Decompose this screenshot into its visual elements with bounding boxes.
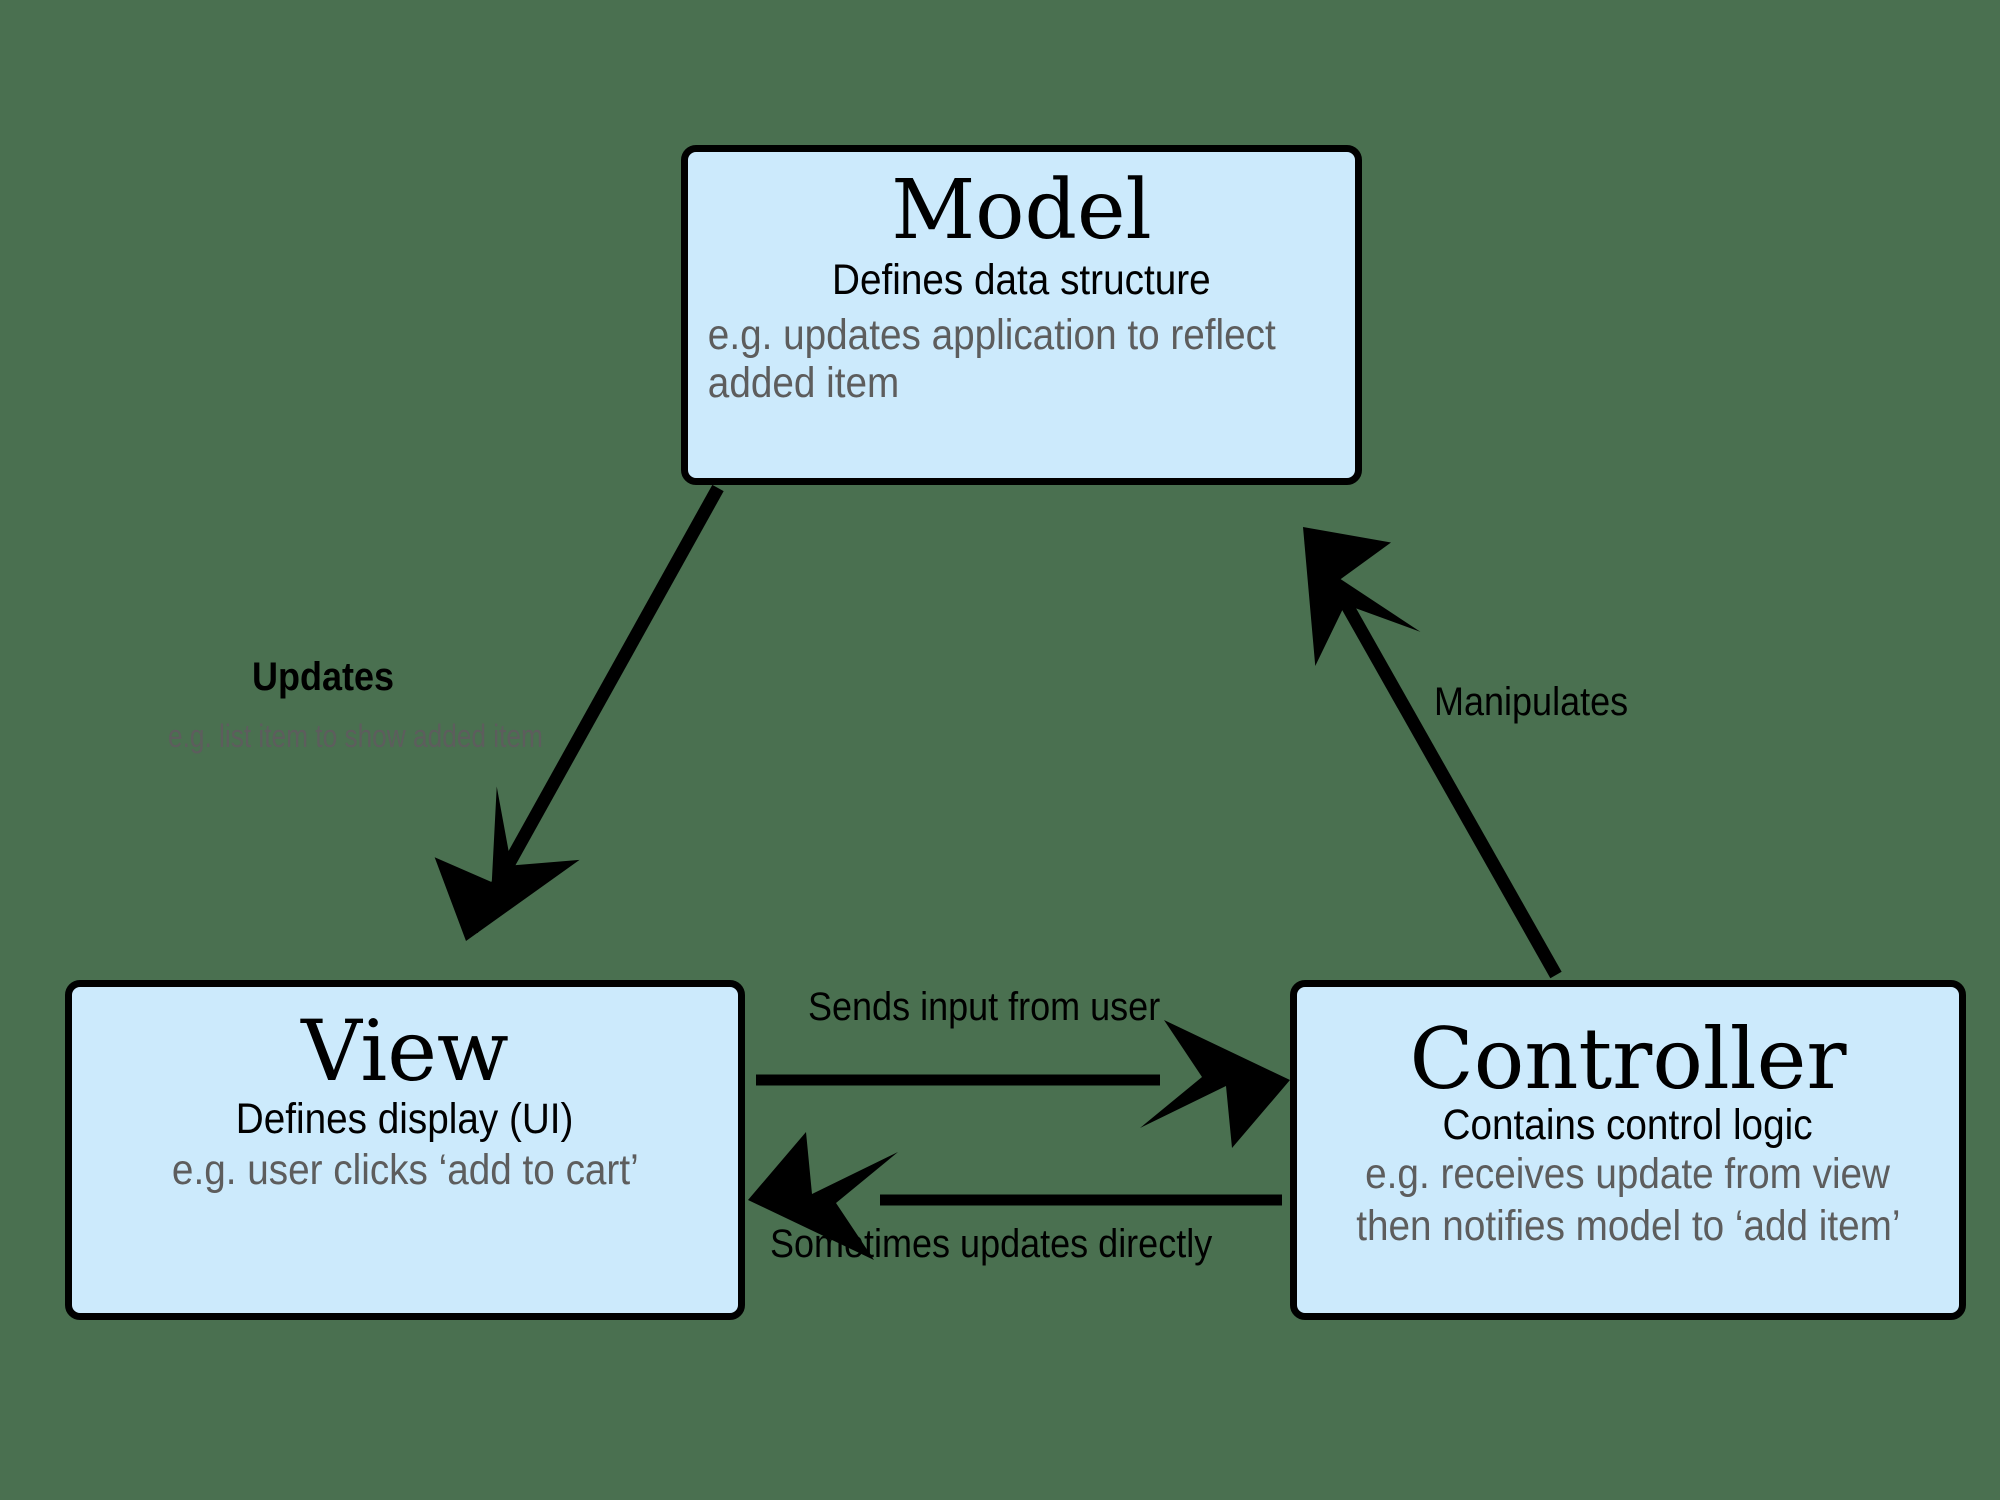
arrow-view-to-controller (756, 1020, 1290, 1148)
node-model-example: e.g. updates application to reflect adde… (707, 311, 1276, 408)
edge-label-sometimes-updates-directly: Sometimes updates directly (770, 1222, 1213, 1266)
edge-label-updates: Updates (252, 655, 395, 699)
node-controller[interactable]: Controller Contains control logic e.g. r… (1290, 980, 1966, 1320)
edge-label-sends-input-from-user: Sends input from user (808, 985, 1161, 1029)
node-model-title: Model (891, 163, 1152, 258)
node-view-subtitle: Defines display (UI) (236, 1095, 574, 1143)
node-controller-subtitle: Contains control logic (1442, 1101, 1813, 1149)
node-controller-example-line2: then notifies model to ‘add item’ (1355, 1202, 1901, 1251)
edge-sublabel-updates: e.g. list item to show added item (168, 718, 543, 754)
node-view-title: View (301, 1002, 509, 1100)
node-controller-title: Controller (1409, 1010, 1847, 1108)
node-view[interactable]: View Defines display (UI) e.g. user clic… (65, 980, 745, 1320)
node-controller-example-line1: e.g. receives update from view (1365, 1150, 1891, 1199)
arrow-model-to-view (406, 484, 724, 971)
node-view-example: e.g. user clicks ‘add to cart’ (171, 1146, 639, 1195)
arrow-controller-to-view (748, 1132, 1282, 1260)
edge-label-manipulates: Manipulates (1434, 680, 1629, 724)
arrow-controller-to-model (1251, 492, 1562, 979)
node-model[interactable]: Model Defines data structure e.g. update… (681, 145, 1362, 485)
node-model-subtitle: Defines data structure (832, 256, 1211, 304)
